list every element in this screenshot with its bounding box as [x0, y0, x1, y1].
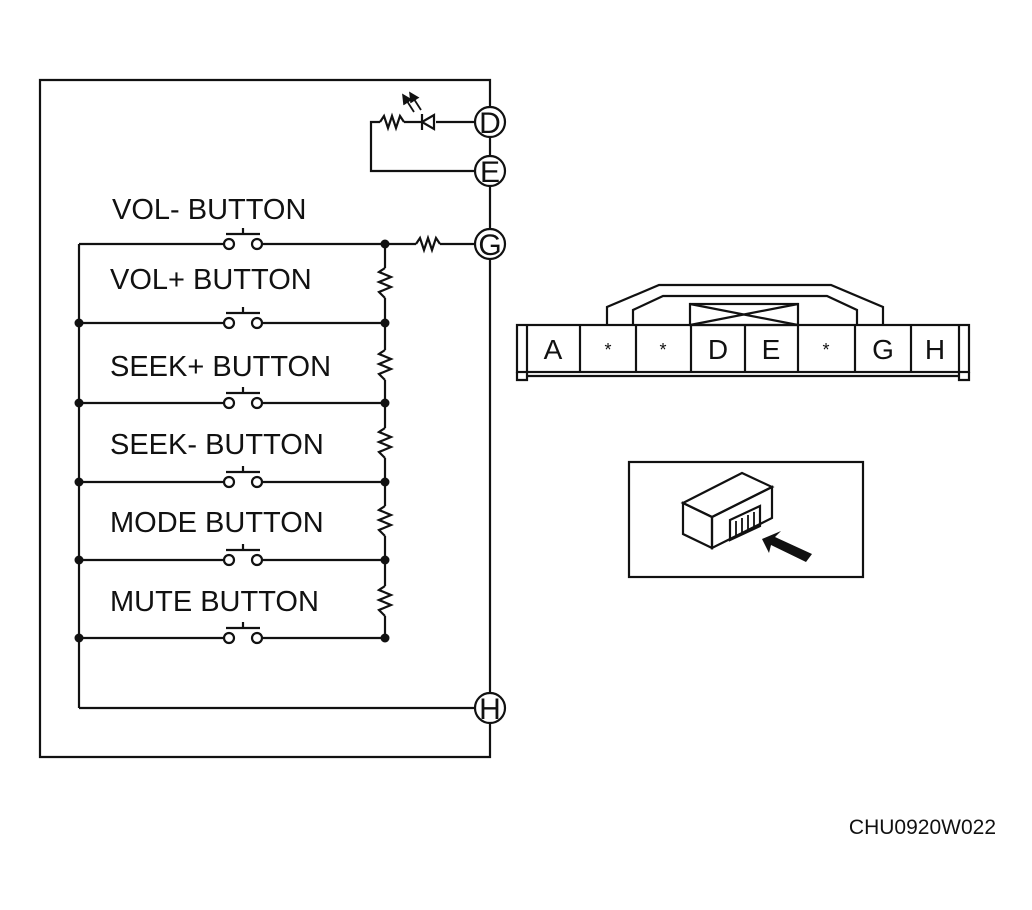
terminal-e-label: E: [480, 156, 500, 189]
pin-unused-label: *: [659, 340, 666, 360]
seek-plus-label: SEEK+ BUTTON: [110, 351, 331, 383]
led-resistor-icon: [379, 112, 405, 132]
terminal-g-label: G: [478, 229, 501, 262]
g-line-resistor: [385, 234, 475, 254]
illumination-led-circuit: [369, 91, 475, 173]
resistor-icon: [376, 267, 394, 299]
pin-unused-label: *: [822, 340, 829, 360]
view-arrow-icon: [762, 531, 812, 562]
series-resistor-icon: [415, 234, 441, 254]
seek-minus-switch: SEEK- BUTTON: [79, 429, 385, 489]
vol-plus-label: VOL+ BUTTON: [110, 264, 312, 296]
junction-dots: [74, 239, 390, 643]
pin-d-label: D: [708, 334, 728, 365]
pin-h-label: H: [925, 334, 945, 365]
mute-switch: MUTE BUTTON: [79, 586, 385, 645]
mute-label: MUTE BUTTON: [110, 586, 319, 618]
ladder-resistors: [376, 267, 394, 617]
pin-e-label: E: [762, 334, 781, 365]
figure-code: CHU0920W022: [849, 816, 996, 839]
terminal-h-label: H: [479, 693, 501, 726]
mode-switch: MODE BUTTON: [79, 507, 385, 567]
connector-view-inset: [627, 460, 865, 579]
vol-minus-label: VOL- BUTTON: [112, 194, 306, 226]
connector-face-view: A * * D E * G H: [515, 283, 971, 382]
led-icon: [419, 113, 436, 131]
vol-plus-switch: VOL+ BUTTON: [79, 264, 385, 330]
connector-3d-icon: [680, 471, 775, 550]
terminal-h: H: [473, 691, 507, 726]
resistor-icon: [376, 585, 394, 617]
terminal-d: D: [473, 105, 507, 140]
mode-label: MODE BUTTON: [110, 507, 324, 539]
resistor-icon: [376, 349, 394, 381]
pin-unused-label: *: [604, 340, 611, 360]
terminal-d-label: D: [479, 107, 501, 140]
pin-g-label: G: [872, 334, 894, 365]
seek-minus-label: SEEK- BUTTON: [110, 429, 324, 461]
seek-plus-switch: SEEK+ BUTTON: [79, 351, 385, 410]
vol-minus-switch: VOL- BUTTON: [79, 194, 385, 251]
pin-a-label: A: [544, 334, 563, 365]
resistor-icon: [376, 505, 394, 537]
resistor-icon: [376, 427, 394, 459]
switch-housing-outline: [38, 78, 492, 759]
terminal-g: G: [473, 227, 507, 262]
terminal-e: E: [473, 154, 507, 189]
